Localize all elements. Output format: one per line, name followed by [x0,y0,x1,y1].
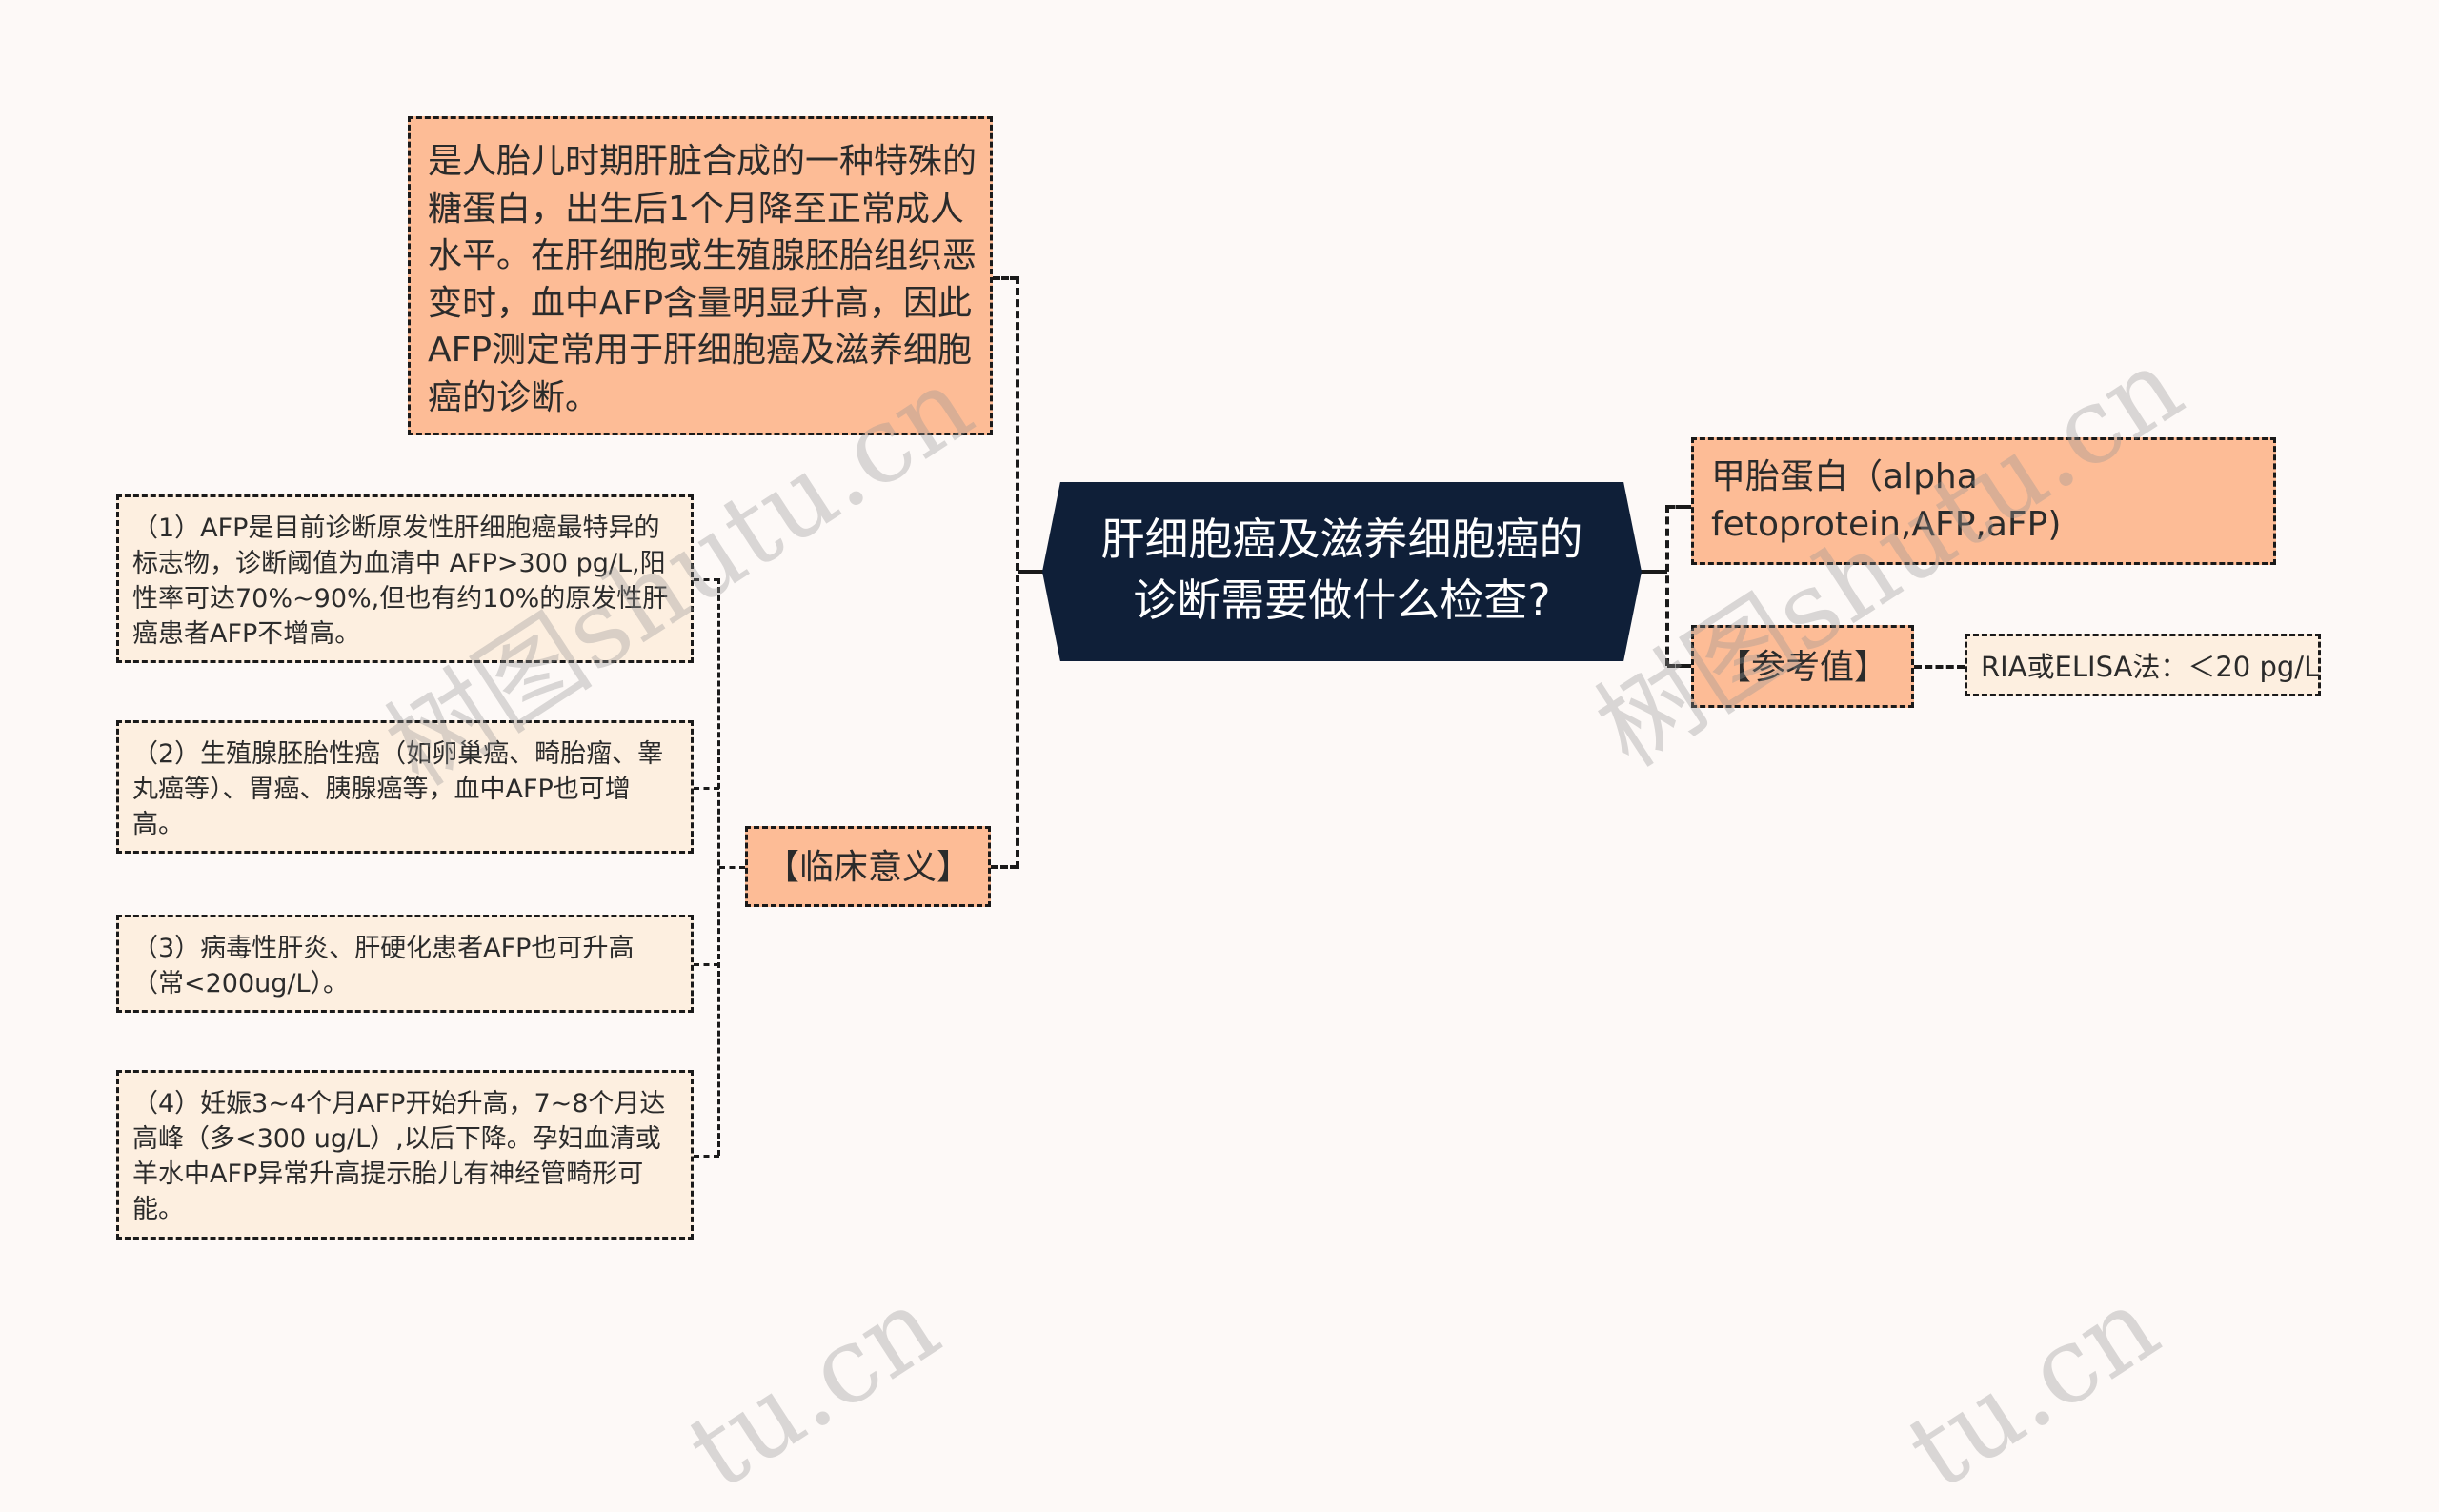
watermark: tu.cn [1886,1263,2179,1512]
clinical-significance-label: 【临床意义】 [764,848,971,887]
central-topic-node[interactable]: 肝细胞癌及滋养细胞癌的诊断需要做什么检查? [1042,482,1642,661]
clinical-item-2[interactable]: （2）生殖腺胚胎性癌（如卵巢癌、畸胎瘤、睾丸癌等）、胃癌、胰腺癌等，血中AFP也… [116,720,694,854]
connector-to-description [993,276,1018,280]
reference-value-text: RIA或ELISA法：＜20 pg/L [1981,651,2320,683]
connector-to-afp [1667,505,1691,509]
connector-to-clinical [991,865,1018,869]
clinical-significance-node[interactable]: 【临床意义】 [745,826,991,907]
connector-item-2 [694,787,719,790]
afp-name-text: 甲胎蛋白（alpha fetoprotein,AFP,aFP) [1711,457,2062,544]
description-node[interactable]: 是人胎儿时期肝脏合成的一种特殊的糖蛋白，出生后1个月降至正常成人水平。在肝细胞或… [408,116,993,435]
reference-value-node[interactable]: 【参考值】 [1691,625,1914,708]
reference-value-detail-node[interactable]: RIA或ELISA法：＜20 pg/L [1965,634,2321,696]
clinical-item-4[interactable]: （4）妊娠3~4个月AFP开始升高，7~8个月达高峰（多<300 ug/L）,以… [116,1070,694,1240]
connector-reference-to-value [1914,665,1965,669]
connector-item-3 [694,963,719,966]
watermark: tu.cn [667,1263,959,1512]
connector-center-right [1641,570,1667,574]
clinical-item-text: （4）妊娠3~4个月AFP开始升高，7~8个月达高峰（多<300 ug/L）,以… [132,1089,666,1224]
connector-clinical-to-items [719,866,745,869]
clinical-item-text: （1）AFP是目前诊断原发性肝细胞癌最特异的标志物，诊断阈值为血清中 AFP>3… [132,514,669,649]
connector-item-1 [694,578,719,581]
reference-value-label: 【参考值】 [1716,648,1888,687]
clinical-item-text: （2）生殖腺胚胎性癌（如卵巢癌、畸胎瘤、睾丸癌等）、胃癌、胰腺癌等，血中AFP也… [132,739,664,839]
clinical-item-3[interactable]: （3）病毒性肝炎、肝硬化患者AFP也可升高（常<200ug/L）。 [116,915,694,1013]
description-text: 是人胎儿时期肝脏合成的一种特殊的糖蛋白，出生后1个月降至正常成人水平。在肝细胞或… [428,142,978,417]
clinical-item-text: （3）病毒性肝炎、肝硬化患者AFP也可升高（常<200ug/L）。 [132,934,635,998]
connector-items-vertical [717,578,720,1156]
central-topic-text: 肝细胞癌及滋养细胞癌的诊断需要做什么检查? [1100,514,1583,626]
afp-name-node[interactable]: 甲胎蛋白（alpha fetoprotein,AFP,aFP) [1691,437,2276,565]
connector-center-left [1018,570,1044,574]
connector-to-reference [1667,664,1691,668]
clinical-item-1[interactable]: （1）AFP是目前诊断原发性肝细胞癌最特异的标志物，诊断阈值为血清中 AFP>3… [116,494,694,663]
connector-item-4 [694,1155,719,1158]
connector-main-right-vertical [1665,505,1669,666]
